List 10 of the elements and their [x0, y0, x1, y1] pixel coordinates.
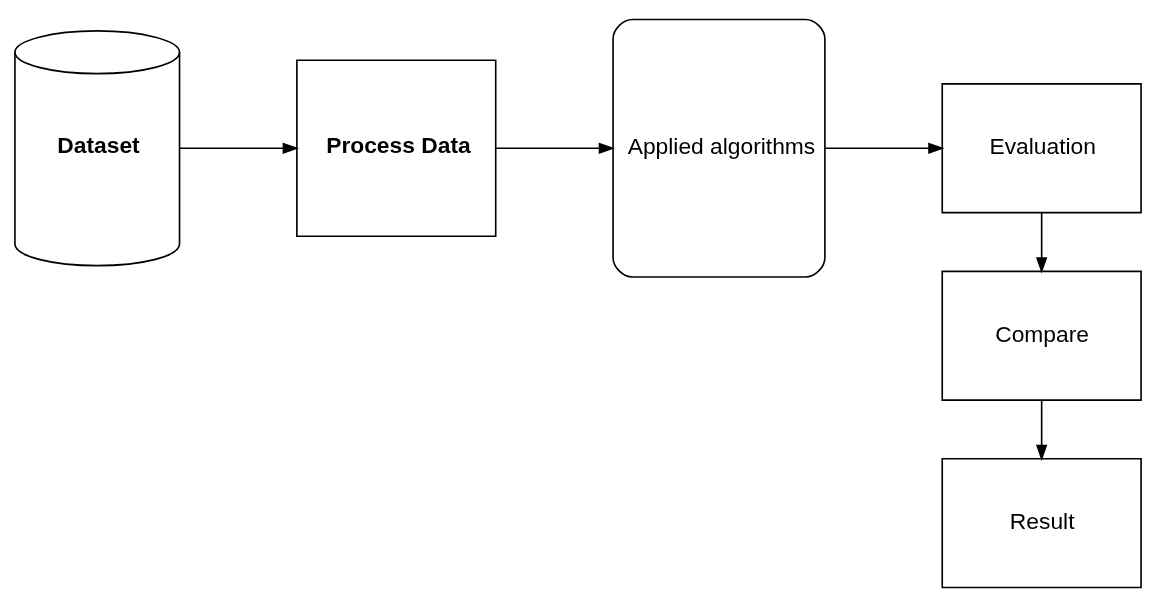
arrow	[1035, 211, 1048, 274]
node-box: Process Data	[296, 58, 497, 237]
arrow	[494, 142, 616, 154]
node-box: Result	[941, 457, 1142, 588]
arrow	[824, 142, 945, 154]
node-box: Evaluation	[941, 82, 1142, 213]
arrow	[1035, 398, 1048, 461]
arrow	[178, 142, 299, 154]
node-box: Compare	[941, 270, 1142, 401]
node-box: Applied algorithms	[612, 18, 826, 278]
